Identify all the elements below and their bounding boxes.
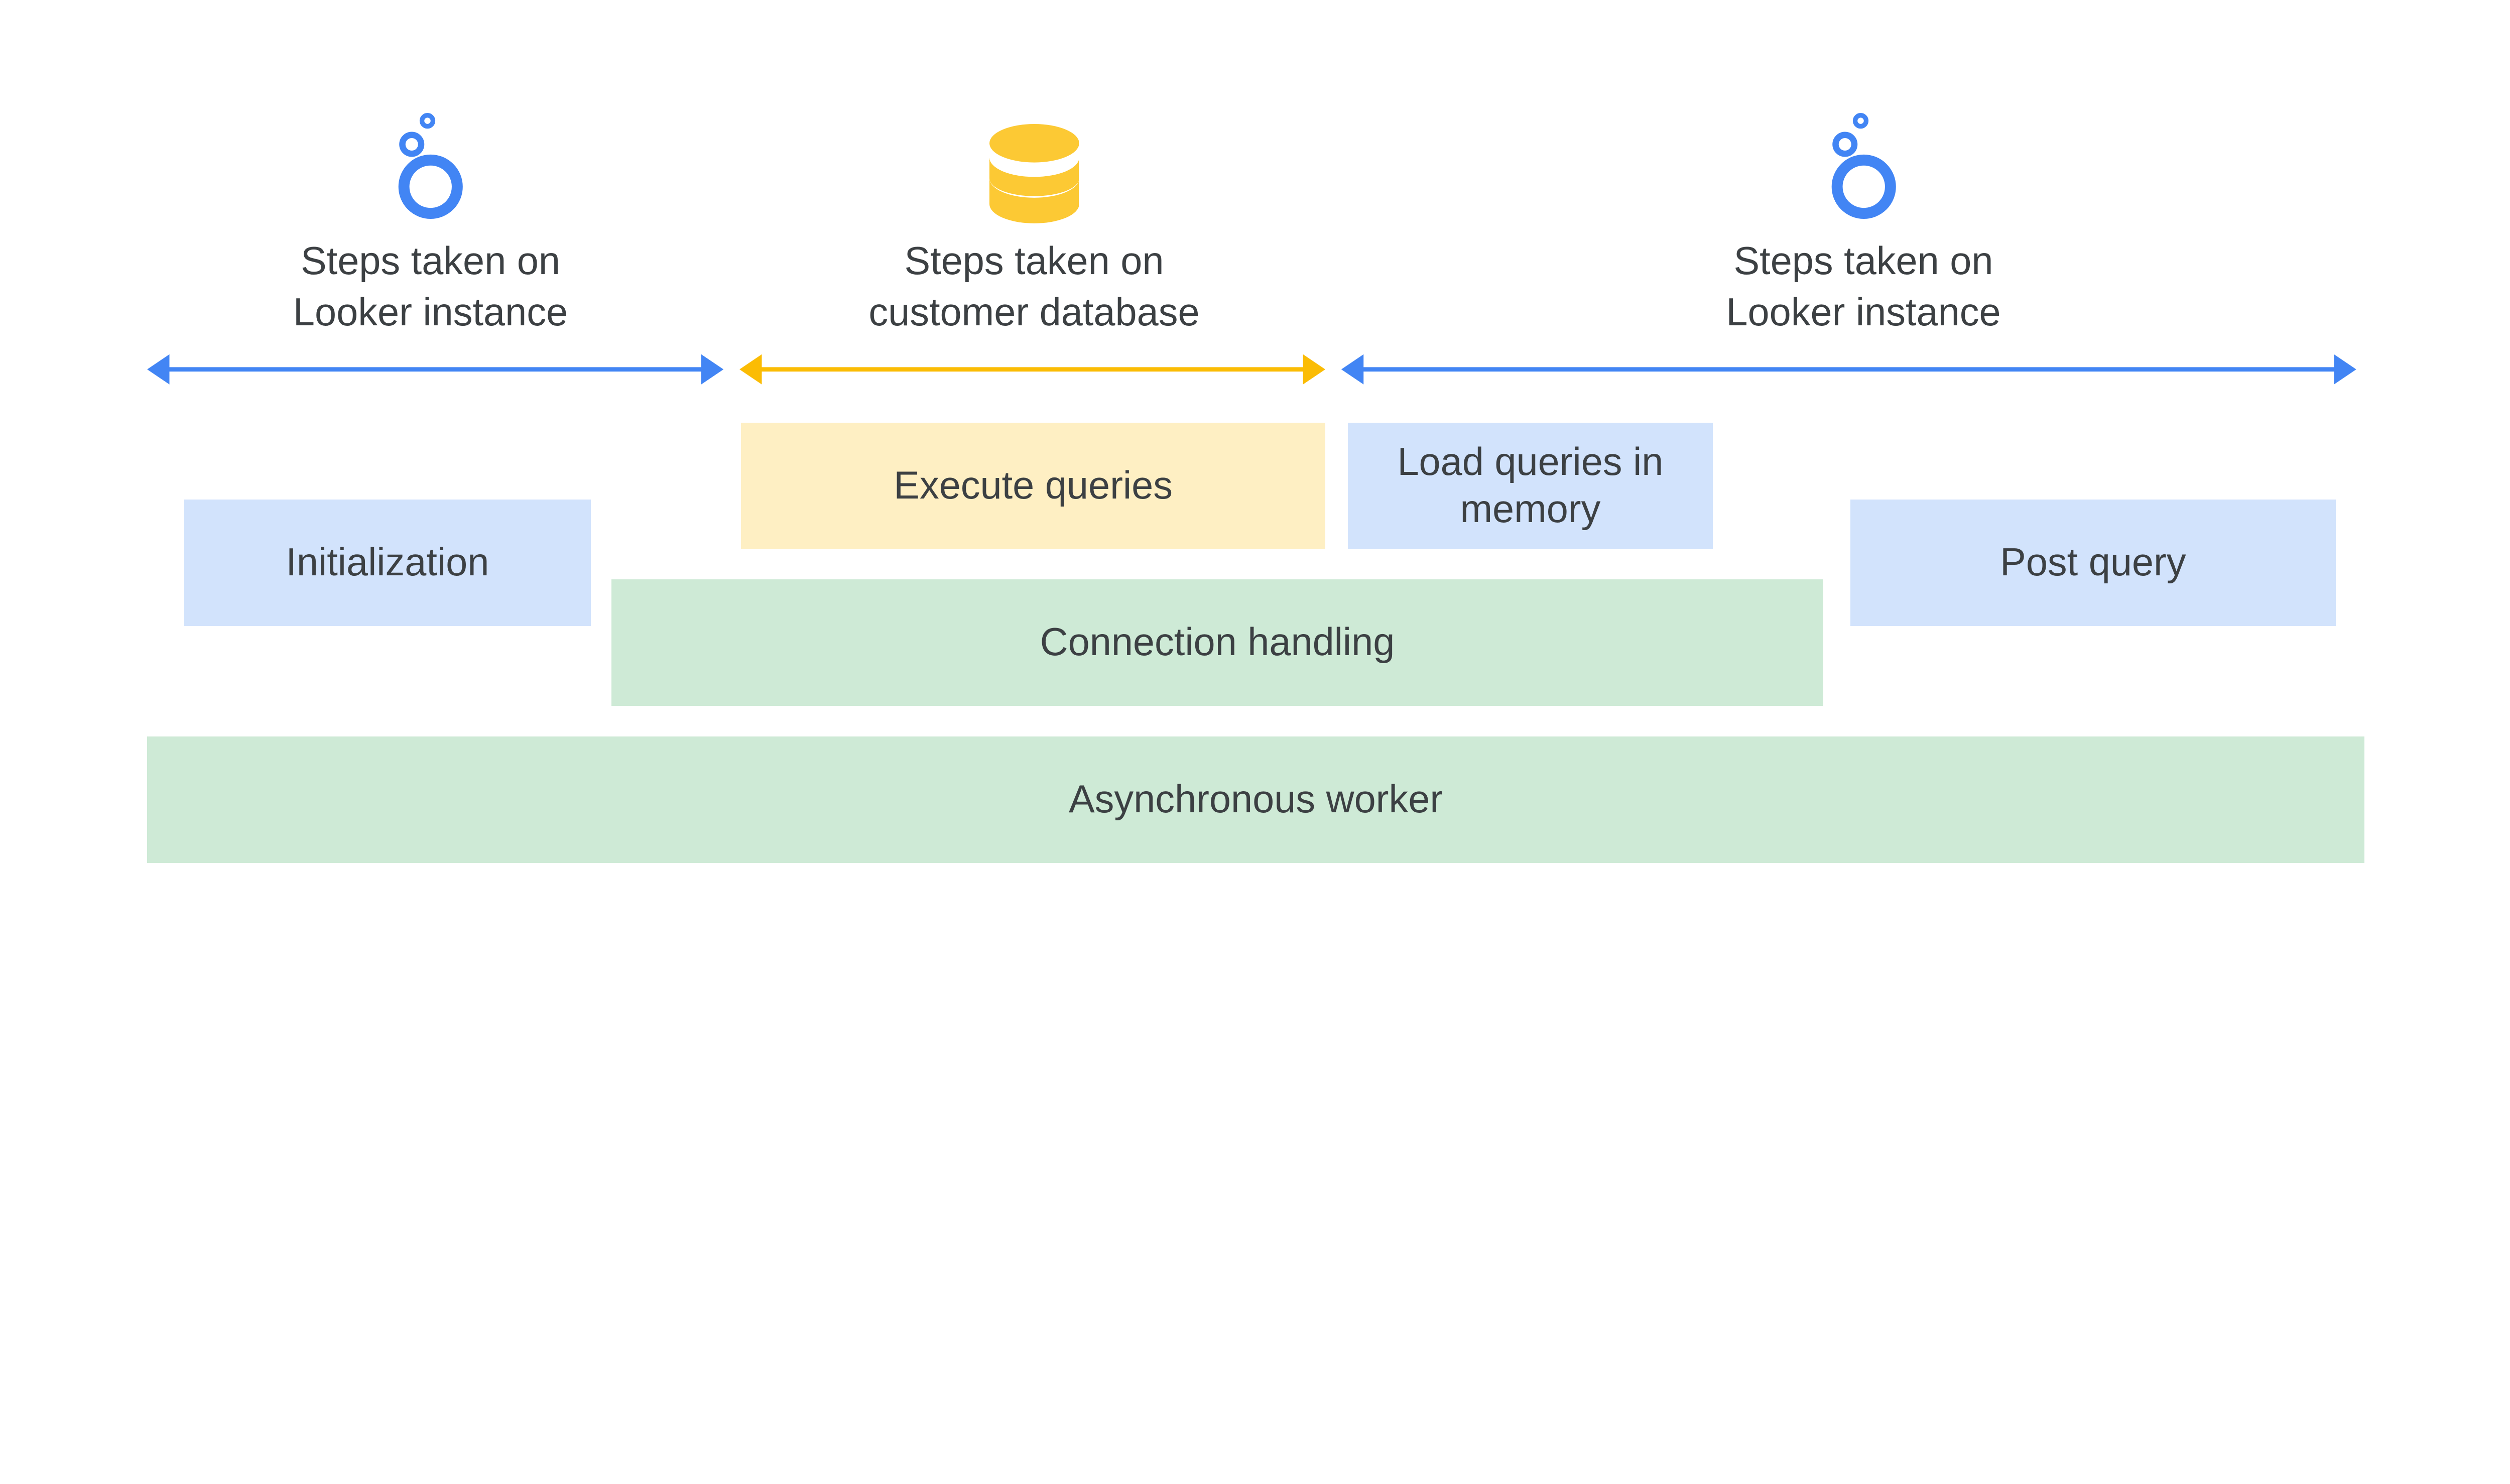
box-label: Post query <box>2000 541 2186 584</box>
looker-span-arrow-left <box>147 354 724 385</box>
section-heading-looker-right: Steps taken on Looker instance <box>1644 235 2083 338</box>
box-label: Execute queries <box>894 463 1173 507</box>
heading-line: Looker instance <box>293 290 568 334</box>
box-label: Connection handling <box>1040 621 1395 664</box>
heading-line: Steps taken on <box>904 239 1164 283</box>
initialization-box: Initialization <box>184 500 591 626</box>
heading-line: Steps taken on <box>1733 239 1993 283</box>
load-queries-box: Load queries in memory <box>1348 422 1713 549</box>
asynchronous-worker-box: Asynchronous worker <box>147 736 2364 863</box>
post-query-box: Post query <box>1850 500 2336 626</box>
heading-line: Looker instance <box>1726 290 2001 334</box>
span-arrows <box>147 354 2356 385</box>
looker-logo-icon <box>398 113 463 219</box>
box-label: Initialization <box>286 541 489 584</box>
section-heading-looker-left: Steps taken on Looker instance <box>211 235 650 338</box>
heading-line: Steps taken on <box>300 239 561 283</box>
database-span-arrow <box>739 354 1325 385</box>
connection-handling-box: Connection handling <box>611 579 1823 706</box>
section-heading-database: Steps taken on customer database <box>815 235 1254 338</box>
heading-line: customer database <box>868 290 1200 334</box>
box-label: Asynchronous worker <box>1068 777 1443 821</box>
box-label: Load queries in memory <box>1397 440 1664 531</box>
looker-logo-icon <box>1831 113 1896 219</box>
looker-span-arrow-right <box>1341 354 2356 385</box>
database-icon <box>989 123 1079 223</box>
diagram: Steps taken on Looker instance Steps tak… <box>147 113 2364 863</box>
execute-queries-box: Execute queries <box>741 422 1325 549</box>
